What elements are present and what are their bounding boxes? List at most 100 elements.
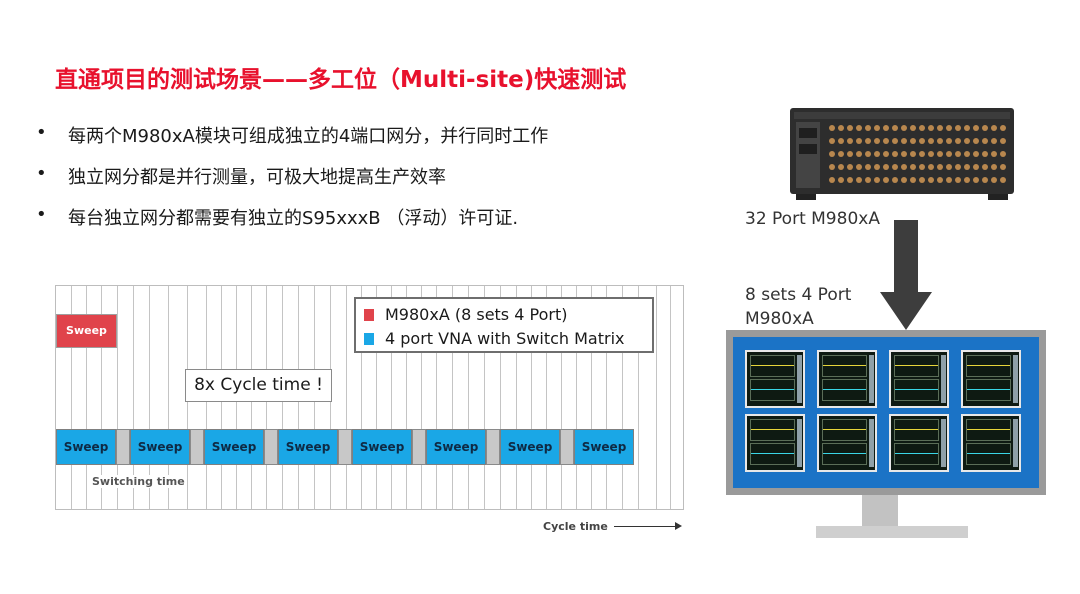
chassis-port (973, 138, 979, 144)
m980xa-chassis-image (790, 108, 1014, 200)
vna-sweep-block: Sweep (56, 429, 116, 465)
chassis-port (847, 138, 853, 144)
bullet-item: •每两个M980xA模块可组成独立的4端口网分，并行同时工作 (36, 122, 548, 163)
chassis-port (946, 177, 952, 183)
chassis-port (838, 177, 844, 183)
chassis-port (964, 151, 970, 157)
chassis-port (892, 177, 898, 183)
chassis-port (937, 125, 943, 131)
vna-screen-panel (889, 414, 949, 472)
cycle-time-callout: 8x Cycle time ! (185, 369, 332, 402)
chassis-port (892, 151, 898, 157)
grid-line (606, 286, 607, 509)
grid-line (516, 286, 517, 509)
chassis-port (910, 138, 916, 144)
grid-line (576, 286, 577, 509)
slide-title: 直通项目的测试场景——多工位（Multi-site)快速测试 (55, 67, 627, 93)
cycle-time-arrow (614, 522, 682, 530)
chassis-port (901, 125, 907, 131)
switching-gap (412, 429, 426, 465)
chassis-port (856, 138, 862, 144)
grid-line (376, 286, 377, 509)
grid-line (500, 286, 501, 509)
chassis-port (919, 151, 925, 157)
chassis-label: 32 Port M980xA (745, 209, 880, 229)
legend-swatch-red (364, 309, 374, 321)
chassis-port (982, 125, 988, 131)
chassis-port (829, 164, 835, 170)
chassis-port (892, 125, 898, 131)
grid-line (531, 286, 532, 509)
chassis-port (991, 138, 997, 144)
vna-sweep-block: Sweep (352, 429, 412, 465)
chassis-port (982, 164, 988, 170)
chassis-port (946, 164, 952, 170)
grid-line (86, 286, 87, 509)
chassis-port (964, 164, 970, 170)
chassis-port (838, 125, 844, 131)
vna-screen-panel (745, 414, 805, 472)
chassis-port (865, 151, 871, 157)
grid-line (101, 286, 102, 509)
grid-line (133, 286, 134, 509)
sets-label-line2: M980xA (745, 309, 814, 329)
chassis-port (874, 151, 880, 157)
grid-line (346, 286, 347, 509)
chassis-port (865, 125, 871, 131)
chassis-port (937, 177, 943, 183)
chassis-port (973, 177, 979, 183)
chassis-port (874, 138, 880, 144)
chassis-port (964, 138, 970, 144)
grid-line (561, 286, 562, 509)
bullet-text: 每两个M980xA模块可组成独立的4端口网分，并行同时工作 (68, 126, 549, 147)
chassis-port (910, 125, 916, 131)
chassis-port (982, 177, 988, 183)
grid-line (622, 286, 623, 509)
chassis-port (946, 151, 952, 157)
legend: M980xA (8 sets 4 Port) 4 port VNA with S… (354, 297, 654, 353)
chassis-port (847, 125, 853, 131)
grid-line (484, 286, 485, 509)
chassis-port (910, 177, 916, 183)
chassis-port (928, 164, 934, 170)
chassis-port (955, 138, 961, 144)
switching-gap (116, 429, 130, 465)
chassis-port (1000, 164, 1006, 170)
vna-screen-panel (961, 414, 1021, 472)
grid-line (149, 286, 150, 509)
monitor (726, 330, 1046, 495)
chassis-port (901, 138, 907, 144)
bullet-text: 每台独立网分都需要有独立的S95xxxB （浮动）许可证. (68, 208, 519, 229)
chassis-port (955, 164, 961, 170)
chassis-port (991, 164, 997, 170)
chassis-port (937, 151, 943, 157)
chassis-port (919, 138, 925, 144)
chassis-port (829, 151, 835, 157)
vna-screen-panel (889, 350, 949, 408)
bullet-marker: • (36, 163, 47, 184)
chassis-port (973, 151, 979, 157)
monitor-stand-base (816, 526, 968, 538)
chassis-port (847, 164, 853, 170)
grid-line (546, 286, 547, 509)
bullet-item: •独立网分都是并行测量，可极大地提高生产效率 (36, 163, 548, 204)
monitor-stand-neck (862, 495, 898, 527)
grid-line (638, 286, 639, 509)
chassis-port (874, 177, 880, 183)
chassis-port (856, 177, 862, 183)
chassis-port (946, 125, 952, 131)
chassis-port (865, 164, 871, 170)
grid-line (656, 286, 657, 509)
chassis-port (1000, 177, 1006, 183)
chassis-port (883, 151, 889, 157)
chassis-port (829, 125, 835, 131)
chassis-port (919, 177, 925, 183)
legend-item-vna: 4 port VNA with Switch Matrix (364, 329, 624, 348)
chassis-port (937, 138, 943, 144)
chassis-port (1000, 138, 1006, 144)
switching-gap (264, 429, 278, 465)
chassis-port (946, 138, 952, 144)
legend-label: 4 port VNA with Switch Matrix (385, 329, 625, 348)
switching-gap (560, 429, 574, 465)
